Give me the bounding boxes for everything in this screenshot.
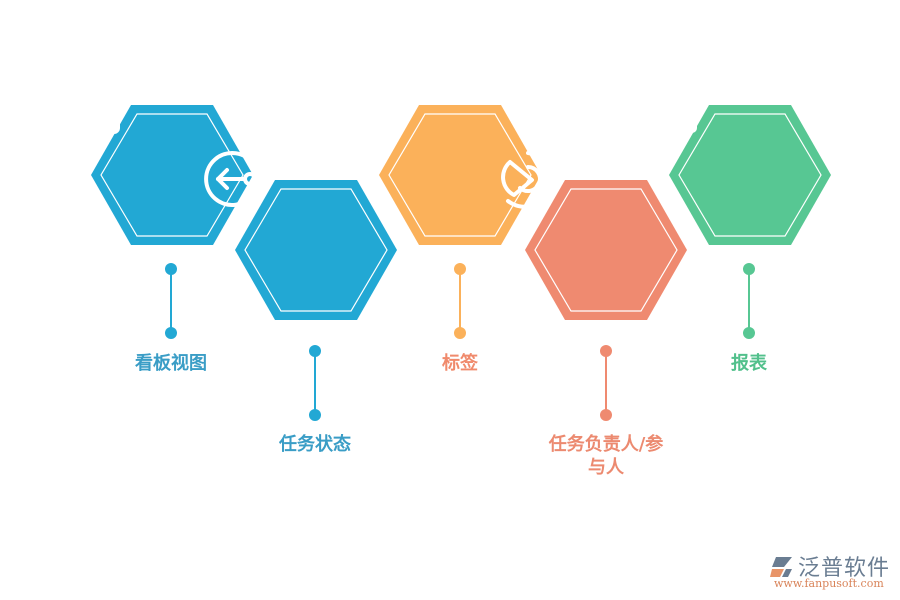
label-line-2: 与人 xyxy=(588,457,624,478)
connector-kanban-view xyxy=(165,263,177,341)
hexagon-shape xyxy=(525,180,687,320)
connector-tags xyxy=(454,263,466,341)
pie-chart-icon xyxy=(501,151,554,209)
hexagon-kanban-view xyxy=(66,74,254,246)
connector-line xyxy=(314,351,316,415)
label-line-1: 任务负责人/参 xyxy=(548,434,664,455)
hexagon-shape xyxy=(235,180,397,320)
hexagon-shape xyxy=(669,105,831,245)
watermark-logo: 泛普软件 www.fanpusoft.com xyxy=(768,550,898,594)
connector-task-owner xyxy=(600,345,612,423)
connector-dot-bottom xyxy=(454,327,466,339)
connector-task-status xyxy=(309,345,321,423)
connector-dot-bottom xyxy=(309,409,321,421)
watermark-url: www.fanpusoft.com xyxy=(774,577,884,590)
connector-line xyxy=(170,269,172,333)
connector-reports xyxy=(743,263,755,341)
label-tags: 标签 xyxy=(442,353,478,374)
hexagon-shape xyxy=(91,105,253,245)
connector-line xyxy=(748,269,750,333)
connector-dot-bottom xyxy=(600,409,612,421)
connector-line xyxy=(459,269,461,333)
label-kanban-view: 看板视图 xyxy=(135,353,207,374)
label-reports: 报表 xyxy=(731,353,767,374)
label-task-status: 任务状态 xyxy=(279,434,351,455)
hexagon-shape xyxy=(379,105,541,245)
fanpu-logo-icon xyxy=(770,557,792,577)
connector-line xyxy=(605,351,607,415)
label-task-owner-participants: 任务负责人/参 与人 xyxy=(526,433,686,479)
hexagon-reports xyxy=(640,76,832,246)
hexagon-task-owner-participants xyxy=(501,151,688,321)
login-arrow-right-icon xyxy=(348,76,400,132)
document-icon xyxy=(66,74,120,134)
logout-arrow-left-icon xyxy=(204,151,257,207)
connector-dot-bottom xyxy=(743,327,755,339)
connector-dot-bottom xyxy=(165,327,177,339)
checkbox-stack-icon xyxy=(640,76,697,133)
hexagon-task-status xyxy=(204,151,398,321)
hexagon-tags xyxy=(348,76,542,246)
watermark-brand: 泛普软件 xyxy=(798,556,891,581)
